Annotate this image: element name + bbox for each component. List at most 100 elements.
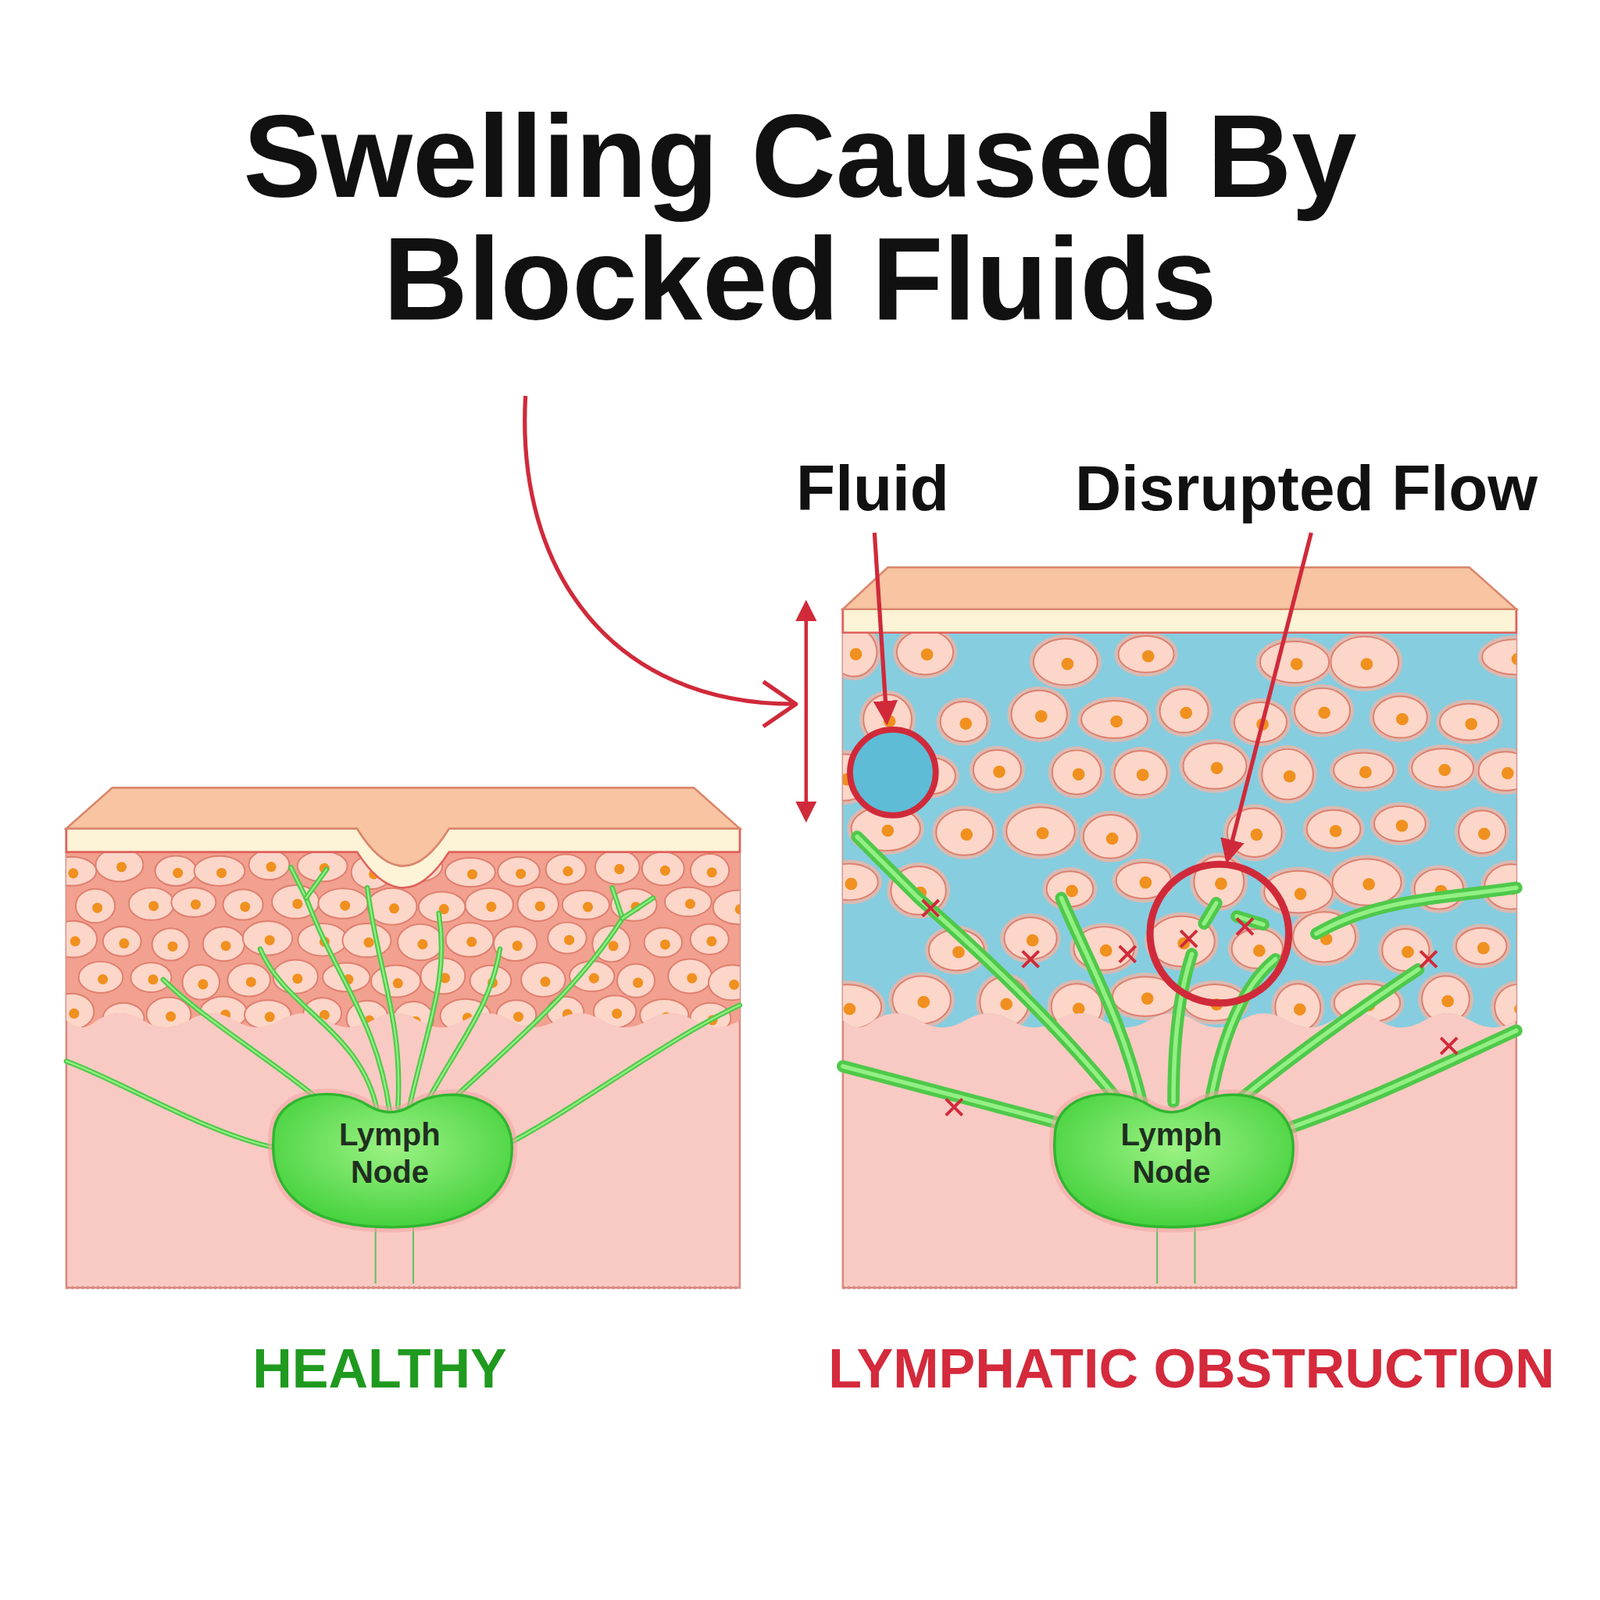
cell-nucleus	[266, 861, 277, 872]
cell-nucleus	[611, 1008, 622, 1019]
cell-nucleus	[1036, 827, 1050, 840]
cell	[50, 993, 94, 1030]
cell-nucleus	[1283, 770, 1297, 783]
cell	[1478, 751, 1533, 791]
cell-nucleus	[172, 867, 183, 879]
cell	[1482, 639, 1549, 675]
cell-nucleus	[1065, 885, 1079, 898]
cell	[1333, 752, 1393, 788]
cell	[1118, 635, 1175, 673]
cell-nucleus	[70, 935, 81, 947]
swelling-height-arrow	[804, 603, 809, 818]
cell	[445, 857, 496, 887]
cell-nucleus	[1141, 992, 1154, 1005]
cell	[317, 888, 368, 918]
cell-nucleus	[1253, 944, 1266, 958]
cell	[155, 855, 197, 886]
node-label: Lymph Node	[339, 1115, 441, 1191]
cell-halo	[1326, 632, 1403, 693]
cell-nucleus	[707, 867, 718, 878]
cell-halo	[1378, 925, 1434, 975]
cell-nucleus	[1214, 877, 1228, 890]
cell	[1330, 636, 1399, 688]
cell-nucleus	[1401, 946, 1415, 959]
cell	[1182, 742, 1247, 790]
cell-nucleus	[1514, 1003, 1527, 1016]
cell	[562, 890, 610, 920]
cell	[892, 975, 951, 1024]
lymph-node-glow	[272, 1093, 512, 1227]
lymph-node-glow	[1054, 1093, 1294, 1227]
blockage-mark	[1440, 1037, 1458, 1054]
cell	[1421, 975, 1470, 1022]
cell-nucleus	[1511, 653, 1525, 666]
blockage-mark	[1022, 950, 1040, 968]
lymph-vessel-highlight	[66, 1060, 276, 1148]
cell	[814, 984, 883, 1029]
lymph-node: Lymph Node	[252, 1074, 529, 1233]
lymph-vessel-highlight	[612, 887, 623, 918]
cell-halo	[1303, 805, 1365, 852]
cell	[690, 853, 729, 887]
cell	[223, 889, 264, 921]
cell-nucleus	[564, 935, 575, 946]
dermis-layer	[66, 828, 740, 1289]
cell-nucleus	[466, 936, 477, 947]
cell-nucleus	[264, 1011, 275, 1022]
cell-nucleus	[417, 939, 428, 950]
cell-halo	[1155, 685, 1212, 737]
cell-nucleus	[1100, 944, 1113, 958]
cell	[1003, 917, 1057, 960]
cell-nucleus	[1072, 1002, 1086, 1015]
cell	[1494, 984, 1542, 1030]
cell-halo	[1230, 698, 1292, 747]
cell-nucleus	[960, 828, 973, 841]
cell	[103, 1003, 145, 1035]
blockage-mark	[1420, 950, 1437, 968]
cell	[227, 963, 271, 997]
cell-halo	[1452, 924, 1511, 969]
cell	[1456, 928, 1508, 965]
cell-nucleus	[1290, 657, 1304, 671]
cell-nucleus	[706, 935, 717, 947]
cell-nucleus	[1501, 767, 1515, 780]
cell	[690, 924, 729, 955]
lymph-vessel-highlight	[1173, 953, 1193, 1102]
cell	[1275, 983, 1321, 1032]
cell	[521, 962, 566, 997]
cell-nucleus	[515, 868, 526, 879]
cell	[1052, 750, 1101, 794]
cell	[103, 926, 142, 957]
cell-nucleus	[589, 973, 600, 984]
cell-nucleus	[1329, 825, 1343, 838]
lymph-vessel-highlight	[622, 897, 654, 918]
cell-nucleus	[292, 973, 303, 984]
cell	[46, 857, 97, 886]
lymph-vessel	[290, 867, 307, 898]
cell-halo	[1271, 979, 1325, 1036]
cell	[242, 921, 293, 956]
cell	[667, 959, 712, 994]
cell	[547, 922, 587, 954]
cell	[1294, 688, 1350, 734]
cell	[1411, 748, 1474, 787]
lymph-vessel	[612, 887, 623, 918]
cell-nucleus	[1360, 657, 1374, 671]
cell	[896, 630, 954, 675]
cell	[1261, 749, 1314, 800]
cell	[130, 962, 172, 993]
cell	[497, 857, 540, 887]
lymph-vessel	[1275, 1030, 1517, 1133]
cell-nucleus	[632, 977, 643, 988]
cell-halo	[1029, 634, 1102, 690]
arrow-head	[763, 681, 797, 726]
panel-bottom-edge	[66, 1285, 740, 1290]
cell	[342, 923, 391, 958]
cell	[1374, 806, 1426, 842]
cell-nucleus	[1110, 715, 1123, 729]
cell-nucleus	[917, 996, 930, 1009]
cell-nucleus	[1061, 657, 1075, 671]
cell-halo	[816, 859, 883, 904]
cell-nucleus	[843, 1003, 857, 1016]
cell	[203, 926, 245, 961]
